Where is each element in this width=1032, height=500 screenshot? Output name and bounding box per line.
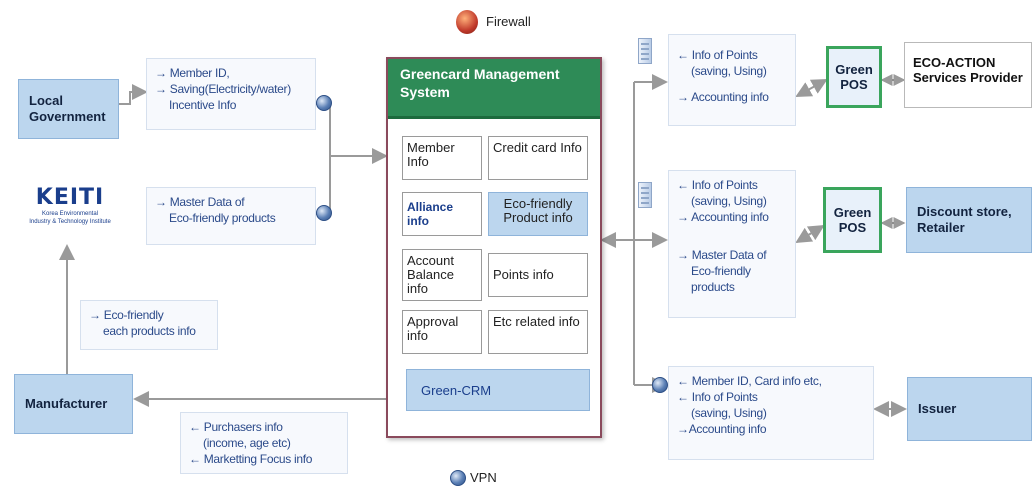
local-government-box: Local Government: [18, 79, 119, 139]
note-line: ← Marketting Focus info: [189, 452, 313, 466]
credit-card-info-cell: Credit card Info: [488, 136, 588, 180]
globe-icon: [316, 205, 332, 221]
manufacturer-box: Manufacturer: [14, 374, 133, 434]
points-note-2: ← Info of Points (saving, Using) → Accou…: [668, 170, 796, 318]
note-line: (saving, Using): [691, 64, 767, 78]
note-line: Eco-friendly products: [169, 211, 276, 225]
points-note-1: ← Info of Points (saving, Using) → Accou…: [668, 34, 796, 126]
alliance-info-cell: Alliance info: [402, 192, 482, 236]
green-crm-box: Green-CRM: [406, 369, 590, 411]
manufacturer-note: → Eco-friendly each products info: [80, 300, 218, 350]
vpn-globe-icon: [450, 470, 466, 486]
server-icon: [638, 182, 652, 208]
discount-store-box: Discount store, Retailer: [906, 187, 1032, 253]
member-info-cell: Member Info: [402, 136, 482, 180]
vpn-label: VPN: [470, 470, 497, 485]
note-line: → Accounting info: [677, 210, 769, 224]
note-line: →Accounting info: [677, 422, 767, 436]
green-pos-1: Green POS: [826, 46, 882, 108]
greencard-management-system: Greencard Management System Member Info …: [386, 57, 602, 438]
note-line: ← Purchasers info: [189, 420, 283, 434]
globe-icon: [316, 95, 332, 111]
note-line: → Accounting info: [677, 90, 769, 104]
note-line: → Eco-friendly: [89, 308, 164, 322]
note-line: ← Info of Points: [677, 178, 758, 192]
purchasers-note: ← Purchasers info (income, age etc) ← Ma…: [180, 412, 348, 474]
issuer-note: ← Member ID, Card info etc, ← Info of Po…: [668, 366, 874, 460]
keiti-note: → Master Data of Eco-friendly products: [146, 187, 316, 245]
keiti-subtitle-1: Korea Environmental: [41, 211, 99, 217]
eco-action-provider-box: ECO-ACTION Services Provider: [904, 42, 1032, 108]
note-line: (saving, Using): [691, 406, 767, 420]
server-icon: [638, 38, 652, 64]
firewall-label: Firewall: [486, 14, 531, 29]
note-line: Incentive Info: [169, 98, 237, 112]
firewall-icon: [456, 10, 478, 34]
note-line: ← Info of Points: [677, 390, 758, 404]
system-title: Greencard Management System: [388, 59, 600, 119]
keiti-logo: KEITI Korea Environmental Industry & Tec…: [14, 185, 126, 245]
note-line: (saving, Using): [691, 194, 767, 208]
keiti-subtitle-2: Industry & Technology Institute: [29, 219, 111, 225]
note-line: → Master Data of: [677, 248, 767, 262]
note-line: (income, age etc): [203, 436, 291, 450]
note-line: ← Info of Points: [677, 48, 758, 62]
note-line: Eco-friendly: [691, 264, 751, 278]
issuer-box: Issuer: [907, 377, 1032, 441]
account-balance-info-cell: Account Balance info: [402, 249, 482, 301]
note-line: → Master Data of: [155, 195, 245, 209]
note-line: → Member ID,: [155, 66, 230, 80]
points-info-cell: Points info: [488, 253, 588, 297]
etc-related-info-cell: Etc related info: [488, 310, 588, 354]
approval-info-cell: Approval info: [402, 310, 482, 354]
green-pos-2: Green POS: [823, 187, 882, 253]
eco-product-info-cell: Eco-friendly Product info: [488, 192, 588, 236]
note-line: ← Member ID, Card info etc,: [677, 374, 822, 388]
note-line: each products info: [103, 324, 196, 338]
keiti-title: KEITI: [35, 185, 105, 210]
note-line: → Saving(Electricity/water): [155, 82, 291, 96]
gov-note: → Member ID, → Saving(Electricity/water)…: [146, 58, 316, 130]
globe-icon: [652, 377, 668, 393]
note-line: products: [691, 280, 735, 294]
